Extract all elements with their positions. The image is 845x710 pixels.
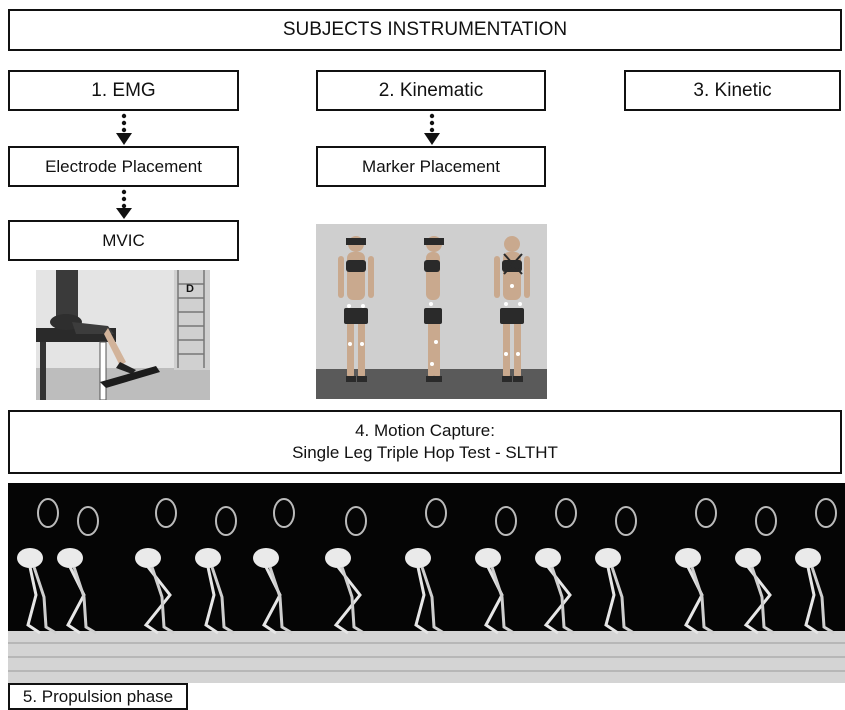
propulsion-phase-label: 5. Propulsion phase [22, 686, 174, 706]
mvic-label: MVIC [102, 230, 145, 250]
electrode-placement-box: Electrode Placement [8, 146, 239, 187]
mvic-photo: D [36, 270, 210, 400]
motion-capture-box: 4. Motion Capture: Single Leg Triple Hop… [8, 410, 842, 474]
kinetic-title: 3. Kinetic [693, 79, 772, 101]
skeleton-figure [475, 506, 517, 635]
skeleton-figure [253, 498, 295, 635]
skeleton-figure [195, 506, 237, 635]
emg-box: 1. EMG [8, 70, 239, 111]
header-title: SUBJECTS INSTRUMENTATION [282, 19, 568, 40]
skeleton-figure [595, 506, 637, 635]
skeleton-figure [405, 498, 447, 635]
skeleton-figure [795, 498, 837, 635]
skeleton-figure [735, 506, 777, 635]
skeleton-figure [135, 498, 177, 635]
kinematic-box: 2. Kinematic [316, 70, 546, 111]
header-title-box: SUBJECTS INSTRUMENTATION [8, 9, 842, 51]
motion-capture-subtitle: Single Leg Triple Hop Test - SLTHT [292, 443, 558, 462]
skeleton-figure [17, 498, 59, 635]
emg-arrow-1 [116, 113, 132, 145]
skeleton-figure [325, 506, 367, 635]
marker-placement-photo [316, 224, 547, 399]
emg-title: 1. EMG [91, 79, 156, 101]
skeleton-figure [675, 498, 717, 635]
kinetic-box: 3. Kinetic [624, 70, 841, 111]
skeleton-figure [57, 506, 99, 635]
marker-placement-box: Marker Placement [316, 146, 546, 187]
propulsion-phase-box: 5. Propulsion phase [8, 683, 188, 710]
kinematic-arrow [424, 113, 440, 145]
mvic-box: MVIC [8, 220, 239, 261]
marker-placement-label: Marker Placement [362, 156, 500, 176]
kinematic-title: 2. Kinematic [378, 79, 484, 101]
electrode-placement-label: Electrode Placement [45, 156, 202, 176]
motion-capture-title: 4. Motion Capture: [355, 421, 495, 440]
skeleton-figure [535, 498, 577, 635]
motion-capture-strip [8, 483, 845, 683]
emg-arrow-2 [116, 189, 132, 219]
wall-letter: D [186, 283, 194, 295]
